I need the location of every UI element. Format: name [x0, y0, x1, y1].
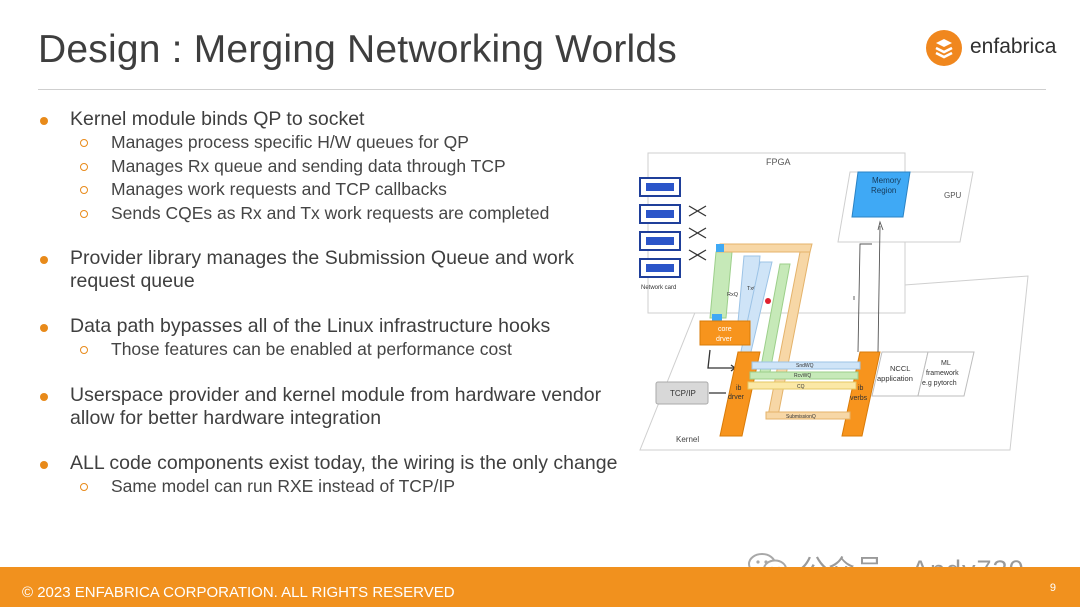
submission-top-bar	[717, 243, 813, 253]
rcvwq-label: RcvWQ	[794, 373, 811, 379]
sub-bullet-text: Same model can run RXE instead of TCP/IP	[111, 475, 456, 496]
gpu-link-lines	[853, 225, 881, 353]
txq-label: TxQ	[747, 286, 758, 292]
bullet-list: Kernel module binds QP to socket Manages…	[38, 108, 628, 498]
sub-bullet-text: Sends CQEs as Rx and Tx work requests ar…	[111, 202, 550, 223]
sub-bullet-ring-icon	[80, 139, 88, 147]
bullet-text: Provider library manages the Submission …	[70, 247, 575, 292]
rcvwq-bar	[749, 371, 859, 380]
network-card-icon	[639, 177, 681, 278]
bullet-text: Kernel module binds QP to socket	[70, 108, 365, 130]
sub-bullet-text: Those features can be enabled at perform…	[111, 339, 512, 359]
bullet-item: Data path bypasses all of the Linux infr…	[38, 315, 628, 338]
sub-bullet-item: Manages process specific H/W queues for …	[38, 131, 628, 155]
tcpip-label: TCP/IP	[670, 389, 696, 398]
gpu-label: GPU	[944, 191, 962, 200]
sub-bullet-ring-icon	[80, 482, 88, 491]
sndwq-bar	[751, 361, 861, 370]
nccl-label: NCCL	[890, 364, 910, 373]
bullet-dot-icon	[40, 460, 48, 469]
ml-label: e.g pytorch	[922, 380, 957, 387]
bullet-text: ALL code components exist today, the wir…	[70, 451, 618, 474]
copyright-text: © 2023 ENFABRICA CORPORATION. ALL RIGHTS…	[22, 584, 455, 601]
bullet-item: Userspace provider and kernel module fro…	[38, 384, 628, 430]
ib-driver-label: ib	[736, 385, 742, 392]
cq-label: CQ	[797, 384, 805, 390]
memory-region-box	[851, 171, 911, 218]
bullet-dot-icon	[40, 256, 48, 264]
bullet-text: Userspace provider and kernel module fro…	[70, 383, 602, 429]
sub-bullet-item: Those features can be enabled at perform…	[38, 338, 628, 362]
nccl-label: application	[877, 374, 913, 383]
rxq-label: RxQ	[727, 292, 739, 298]
sub-bullet-ring-icon	[80, 346, 88, 354]
sndwq-label: SndWQ	[796, 363, 814, 369]
pointer-dot-icon	[765, 298, 771, 304]
bullet-item: ALL code components exist today, the wir…	[38, 452, 628, 475]
network-card-label: Network card	[641, 285, 676, 291]
cq-bar	[747, 381, 857, 390]
ml-framework-box	[917, 351, 975, 397]
core-driver-box	[699, 320, 751, 346]
arrow-head-icon	[877, 220, 884, 231]
ml-label: framework	[926, 370, 959, 377]
sub-bullet-text: Manages Rx queue and sending data throug…	[111, 155, 506, 176]
architecture-diagram: FPGA GPU Memory Region Network card RxQ …	[639, 152, 1029, 451]
bullet-dot-icon	[40, 117, 48, 125]
submissionq-bar	[765, 411, 851, 420]
ml-label: ML	[941, 360, 951, 367]
page-number: 9	[1049, 582, 1056, 594]
sub-bullet-text: Manages process specific H/W queues for …	[111, 132, 469, 152]
bullet-dot-icon	[40, 324, 48, 332]
title-divider	[38, 89, 1046, 90]
sub-bullet-item: Manages Rx queue and sending data throug…	[38, 155, 628, 179]
sub-bullet-ring-icon	[80, 209, 88, 218]
memory-region-label: Region	[871, 186, 896, 195]
core-driver-label: core	[718, 326, 732, 333]
bullet-item: Provider library manages the Submission …	[38, 247, 628, 293]
submissionq-label: SubmissionQ	[786, 414, 816, 420]
bullet-dot-icon	[40, 392, 48, 401]
shuffle-icon	[688, 205, 707, 261]
sub-bullet-text: Manages work requests and TCP callbacks	[111, 179, 447, 199]
ib-verbs-label: verbs	[850, 395, 868, 402]
tcpip-box	[655, 381, 709, 405]
footer-bar: © 2023 ENFABRICA CORPORATION. ALL RIGHTS…	[0, 567, 1080, 607]
logo-text: enfabrica	[970, 35, 1057, 58]
rxq-endpoint	[712, 314, 722, 322]
kernel-label: Kernel	[676, 435, 699, 444]
memory-region-label: Memory	[872, 176, 901, 185]
sub-bullet-ring-icon	[80, 186, 88, 194]
bullet-text: Data path bypasses all of the Linux infr…	[70, 315, 551, 337]
ib-verbs-label: ib	[858, 385, 864, 392]
sub-bullet-ring-icon	[80, 162, 88, 171]
ib-verbs-bar	[841, 351, 881, 437]
sub-bullet-item: Manages work requests and TCP callbacks	[38, 178, 628, 202]
arrow-icon	[707, 349, 735, 369]
slide-title: Design : Merging Networking Worlds	[38, 28, 677, 71]
logo-mark-icon	[926, 30, 962, 66]
ib-driver-label: drver	[728, 394, 745, 401]
sub-bullet-item: Sends CQEs as Rx and Tx work requests ar…	[38, 202, 628, 226]
sub-bullet-item: Same model can run RXE instead of TCP/IP	[38, 475, 628, 499]
submission-endpoint	[716, 244, 724, 252]
fpga-label: FPGA	[766, 157, 791, 167]
core-driver-label: drver	[716, 336, 733, 343]
bullet-item: Kernel module binds QP to socket	[38, 108, 628, 131]
enfabrica-logo: enfabrica	[926, 28, 1066, 66]
